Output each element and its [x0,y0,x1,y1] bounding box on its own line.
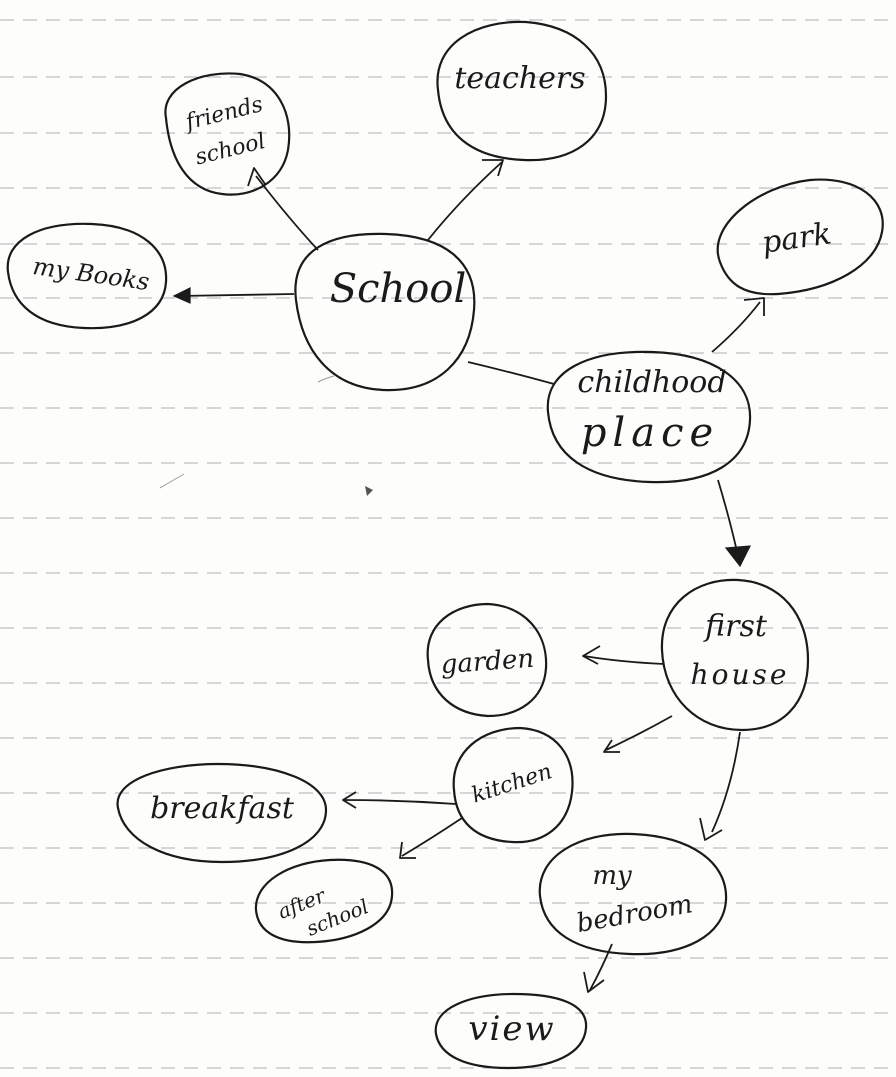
node-friends-school: friends school [164,72,291,196]
edge-kitchen-breakfast [342,791,457,809]
edge-school-my-books [172,287,295,304]
node-teachers-label: teachers [454,61,585,96]
node-first-house-label-line1: first [703,609,768,644]
node-park-label: park [760,216,834,260]
node-my-bedroom-label-line1: my [592,861,632,891]
node-breakfast: breakfast [116,762,328,864]
node-after-school: after school [254,858,394,944]
node-garden: garden [426,602,548,718]
edge-school-childhood-place [467,361,555,385]
node-my-bedroom: my bedroom [538,832,728,956]
node-view-label: view [468,1009,555,1049]
node-first-house: first house [660,578,810,732]
edge-school-friends-school [247,167,319,251]
edge-first-house-kitchen [603,715,673,753]
node-childhood-place: childhood place [546,350,752,484]
node-first-house-label-line2: house [691,658,790,691]
node-view: view [434,992,588,1070]
node-breakfast-label: breakfast [150,791,295,826]
edge-first-house-bedroom [699,731,741,841]
node-teachers: teachers [436,20,608,162]
node-childhood-place-label-line2: place [581,410,719,456]
node-school: School [294,232,476,392]
node-childhood-place-label-line1: childhood [577,365,726,400]
edge-bedroom-view [583,943,613,993]
edge-first-house-garden [582,645,665,665]
node-kitchen: kitchen [452,726,574,844]
notebook-rule-lines [0,19,896,1069]
node-friends-school-label-line2: school [193,129,268,171]
node-my-bedroom-label-line2: bedroom [574,889,695,939]
edges [172,159,765,993]
edge-childhood-park [711,297,765,353]
node-my-books-label: my Books [31,252,151,296]
node-friends-school-label-line1: friends [181,92,265,136]
node-kitchen-label: kitchen [469,759,556,808]
node-school-label: School [330,266,467,312]
node-park: park [716,178,884,296]
edge-kitchen-after-school [399,817,463,859]
edge-childhood-first-house [717,479,752,568]
node-my-books: my Books [6,222,168,330]
pencil-smudges [159,375,373,496]
edge-school-teachers [427,159,504,241]
node-garden-label: garden [440,644,535,680]
